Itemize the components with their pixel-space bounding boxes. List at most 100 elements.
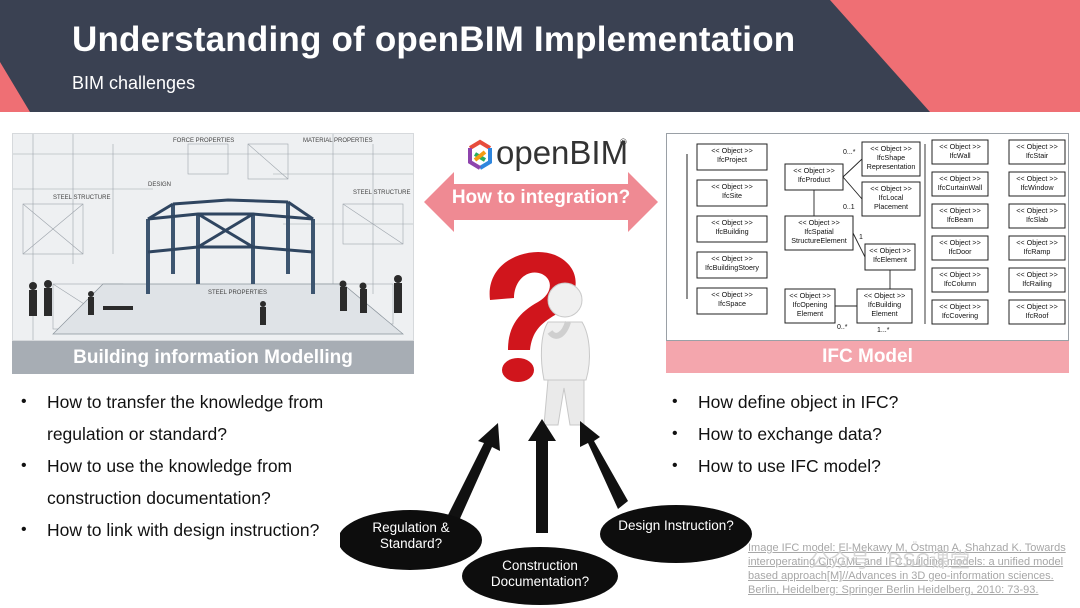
bullet-item: •How to use IFC model?: [672, 456, 881, 476]
ifc-stereotype: << Object >>: [1016, 238, 1058, 247]
ifc-caption: IFC Model: [666, 341, 1069, 373]
ifc-class-box: << Object >>IfcDoor: [931, 235, 989, 261]
ifc-stereotype: << Object >>: [864, 291, 906, 300]
ifc-stereotype: << Object >>: [939, 206, 981, 215]
ifc-class-name: IfcOpening: [793, 300, 828, 309]
header-banner: [0, 0, 1080, 112]
ifc-question-bullets: •How define object in IFC? •How to excha…: [672, 386, 1038, 482]
ifc-stereotype: << Object >>: [793, 166, 835, 175]
ifc-class-name: IfcRamp: [1024, 247, 1051, 256]
ifc-class-name: IfcBuilding: [715, 227, 748, 236]
bullet-item: •How to transfer the knowledge from regu…: [21, 392, 324, 444]
ifc-class-box: << Object >>IfcElement: [864, 243, 916, 271]
source-ellipses: [340, 505, 752, 605]
multiplicity-label: 0..*: [837, 324, 848, 331]
ifc-class-box: << Object >>IfcBuilding: [696, 215, 768, 243]
ifc-stereotype: << Object >>: [939, 270, 981, 279]
slide-subtitle: BIM challenges: [72, 73, 196, 93]
ifc-class-name: Representation: [867, 162, 916, 171]
ifc-stereotype: << Object >>: [870, 184, 912, 193]
upward-arrows: [448, 419, 628, 533]
ifc-stereotype: << Object >>: [939, 174, 981, 183]
image-label: DESIGN: [148, 182, 171, 188]
ifc-class-box: << Object >>IfcCovering: [931, 299, 989, 325]
ifc-stereotype: << Object >>: [711, 146, 753, 155]
ifc-stereotype: << Object >>: [939, 302, 981, 311]
ifc-stereotype: << Object >>: [1016, 302, 1058, 311]
ifc-class-box: << Object >>IfcStair: [1008, 139, 1066, 165]
slide-title: Understanding of openBIM Implementation: [72, 20, 796, 59]
ifc-class-name: IfcRoof: [1026, 311, 1049, 320]
ifc-class-name: IfcProject: [717, 155, 747, 164]
ifc-class-name: IfcBuildingStoery: [705, 263, 759, 272]
ifc-stereotype: << Object >>: [711, 218, 753, 227]
ifc-class-name: Element: [797, 309, 823, 318]
ifc-class-box: << Object >>IfcWindow: [1008, 171, 1066, 197]
bullet-item: •How to link with design instruction?: [21, 520, 320, 540]
watermark: 公众号 · DSC课堂: [810, 550, 970, 572]
regulation-standard-label: Regulation & Standard?: [372, 520, 450, 551]
ifc-stereotype: << Object >>: [1016, 206, 1058, 215]
ifc-class-name: IfcSite: [722, 191, 742, 200]
ifc-class-name: IfcSpace: [718, 299, 746, 308]
multiplicity-label: 1: [859, 234, 863, 241]
ifc-stereotype: << Object >>: [711, 254, 753, 263]
ifc-uml-diagram: << Object >>IfcProject<< Object >>IfcSit…: [666, 133, 1069, 341]
ifc-class-box: << Object >>IfcCurtainWall: [931, 171, 989, 197]
ifc-class-name: IfcWall: [949, 151, 971, 160]
ifc-stereotype: << Object >>: [711, 290, 753, 299]
design-instruction-label: Design Instruction?: [618, 518, 734, 533]
bim-illustration: STEEL STRUCTURE FORCE PROPERTIES MATERIA…: [12, 133, 414, 341]
ifc-stereotype: << Object >>: [1016, 142, 1058, 151]
ifc-class-box: << Object >>IfcWall: [931, 139, 989, 165]
ifc-class-box: << Object >>IfcColumn: [931, 267, 989, 293]
ifc-class-name: Element: [871, 309, 897, 318]
registered-mark: ®: [620, 137, 627, 147]
double-arrow-shape: [424, 172, 658, 232]
ifc-class-name: IfcStair: [1026, 151, 1049, 160]
ifc-class-name: IfcElement: [873, 255, 907, 264]
ifc-stereotype: << Object >>: [870, 144, 912, 153]
multiplicity-label: 0...*: [843, 149, 856, 156]
ifc-class-box: << Object >>IfcBuildingStoery: [696, 251, 768, 279]
ifc-class-box: << Object >>IfcSite: [696, 179, 768, 207]
ifc-class-name: IfcShape: [877, 153, 905, 162]
ifc-class-name: IfcLocal: [879, 193, 904, 202]
image-label: STEEL PROPERTIES: [208, 290, 267, 296]
steel-structure-sketch: STEEL STRUCTURE FORCE PROPERTIES MATERIA…: [13, 134, 413, 340]
ifc-class-name: IfcColumn: [944, 279, 976, 288]
ifc-class-box: << Object >>IfcProduct: [784, 163, 844, 191]
construction-documentation-label: Construction Documentation?: [490, 558, 590, 589]
ifc-class-box: << Object >>IfcSpace: [696, 287, 768, 315]
ifc-stereotype: << Object >>: [939, 238, 981, 247]
bim-challenge-bullets: •How to transfer the knowledge from regu…: [21, 386, 367, 546]
ifc-class-name: IfcBuilding: [868, 300, 901, 309]
ifc-class-name: IfcRailing: [1022, 279, 1052, 288]
ifc-class-box: << Object >>IfcSlab: [1008, 203, 1066, 229]
bullet-item: •How define object in IFC?: [672, 392, 899, 412]
image-citation[interactable]: Image IFC model: El-Mekawy M, Östman A, …: [748, 542, 1066, 596]
integration-arrow-label: How to integration?: [451, 187, 631, 208]
bim-caption: Building information Modelling: [12, 341, 414, 374]
ifc-class-name: IfcBeam: [947, 215, 973, 224]
ifc-class-name: IfcCovering: [942, 311, 978, 320]
ifc-class-name: Placement: [874, 202, 908, 211]
ifc-stereotype: << Object >>: [711, 182, 753, 191]
ifc-class-name: IfcSpatial: [804, 227, 834, 236]
ifc-class-diagram: << Object >>IfcProject<< Object >>IfcSit…: [686, 139, 1066, 334]
multiplicity-label: 0..1: [843, 204, 855, 211]
ifc-stereotype: << Object >>: [789, 291, 831, 300]
bullet-item: •How to exchange data?: [672, 424, 882, 444]
image-label: STEEL STRUCTURE: [353, 190, 410, 196]
ifc-stereotype: << Object >>: [939, 142, 981, 151]
ifc-class-box: << Object >>IfcProject: [696, 143, 768, 171]
image-label: FORCE PROPERTIES: [173, 138, 234, 144]
ifc-stereotype: << Object >>: [1016, 270, 1058, 279]
ifc-class-name: IfcProduct: [798, 175, 830, 184]
ifc-class-name: IfcCurtainWall: [938, 183, 983, 192]
